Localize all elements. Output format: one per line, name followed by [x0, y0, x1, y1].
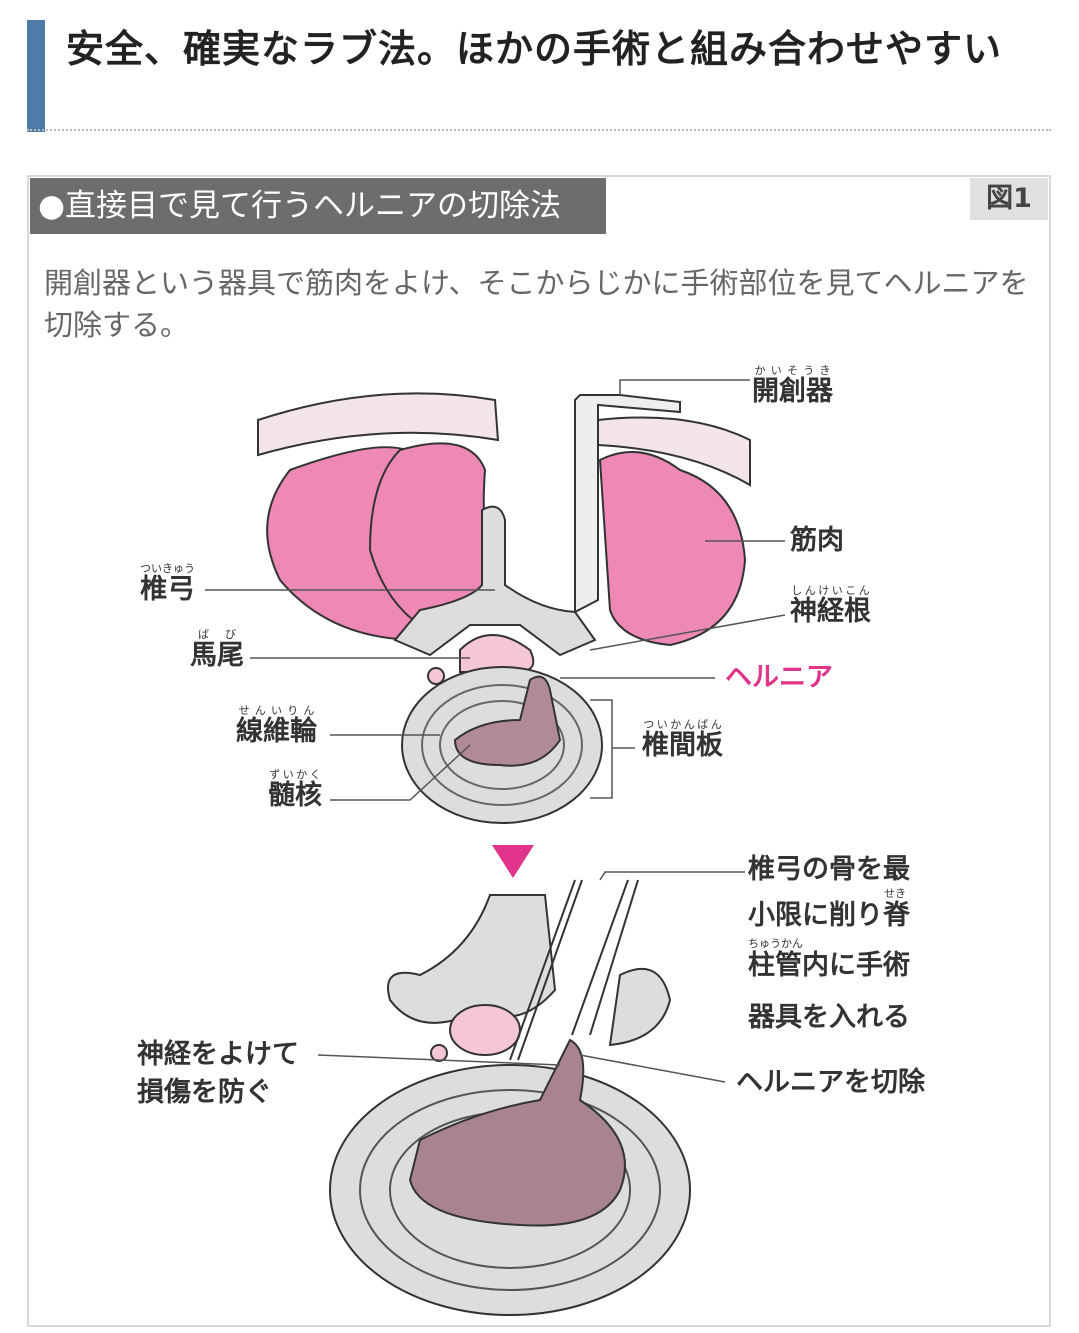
retractor-shape [574, 394, 681, 614]
label-step-line-3-ruby: ちゅうかん [748, 937, 803, 950]
lamina-shape [393, 505, 597, 657]
label-nerve-root: 神経根しんけいこん [790, 584, 871, 627]
hernia-lower [408, 1038, 626, 1227]
label-step-line-1: 椎弓の骨を最 [748, 854, 910, 885]
label-cauda-equina: 馬尾ばび [190, 628, 244, 671]
label-lamina: 椎弓ついきゅう [140, 562, 195, 605]
figure-frame [27, 175, 1051, 1327]
label-step-line-2-ruby: せき [884, 887, 906, 900]
label-disc: 椎間板ついかんばん [642, 718, 723, 761]
figure-description: 開創器という器具で筋肉をよけ、そこからじかに手術部位を見てヘルニアを切除する。 [44, 266, 1029, 342]
figure-number: 図1 [970, 178, 1048, 220]
label-muscle: 筋肉 [790, 525, 844, 556]
figure-heading: ●直接目で見て行うヘルニアの切除法 [30, 178, 606, 234]
title-accent-bar [27, 20, 45, 132]
label-excise: ヘルニアを切除 [736, 1067, 925, 1098]
label-step-line-2: 小限に削り脊せき [748, 887, 910, 931]
muscle-right [598, 451, 747, 647]
label-nucleus: 髄核ずいかく [268, 768, 322, 811]
title-divider [27, 129, 1051, 131]
skin-left [257, 392, 500, 457]
label-step-line-4: 器具を入れる [748, 1002, 910, 1033]
nerve-root-circle [427, 667, 445, 685]
skin-right [597, 416, 751, 487]
label-hernia: ヘルニア [725, 662, 833, 693]
article-title: 安全、確実なラブ法。ほかの手術と組み合わせやすい [66, 27, 1003, 71]
cauda-lower [449, 1004, 521, 1056]
down-arrow-icon [492, 845, 534, 878]
label-retractor: 開創器かいそうき [752, 364, 833, 407]
nucleus-shape [453, 675, 562, 767]
label-annulus: 線維輪せんいりん [236, 704, 317, 747]
label-step-line-3: 柱管内に手術ちゅうかん [748, 937, 910, 981]
label-protect-line-2: 損傷を防ぐ [137, 1077, 272, 1108]
label-protect-line-1: 神経をよけて [137, 1039, 299, 1070]
